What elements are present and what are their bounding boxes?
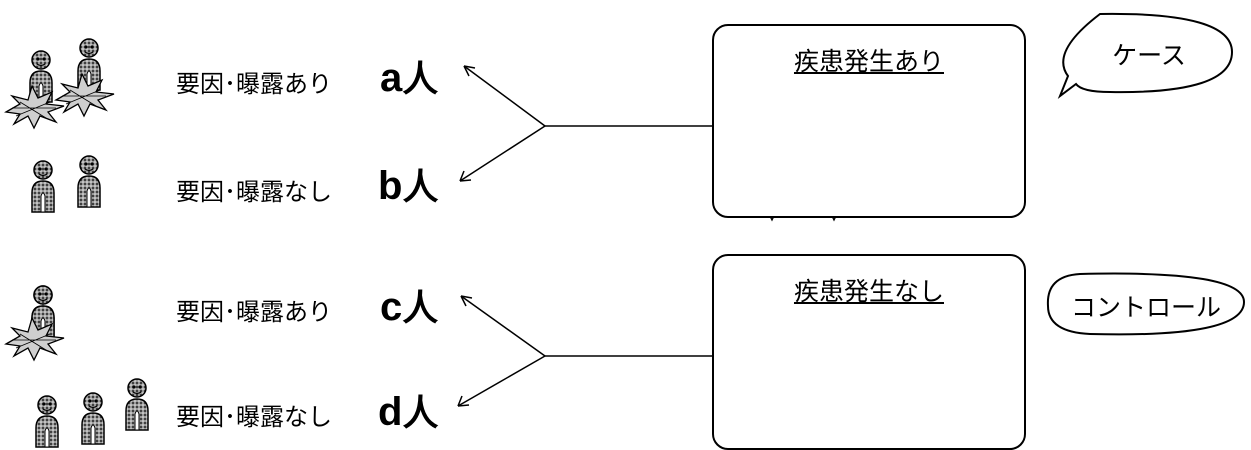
bottom-connector-arrows (457, 295, 712, 407)
row-c-count: c人 (380, 279, 438, 331)
case-callout: ケース (1066, 14, 1232, 94)
row-d-people-icon (35, 378, 149, 448)
row-c-unit: 人 (402, 288, 439, 329)
case-callout-bubble (1057, 12, 1234, 99)
control-group-box: 疾患発生なし (712, 254, 1026, 450)
row-a-unit: 人 (402, 59, 439, 100)
row-c-people-icon (5, 285, 65, 361)
control-callout-text: コントロール (1070, 293, 1221, 322)
row-d-letter: d (378, 390, 403, 434)
row-a-label: 要因･曝露あり (176, 70, 332, 98)
row-a-letter: a (380, 56, 403, 100)
case-group-box: 疾患発生あり (712, 24, 1026, 218)
row-c-label: 要因･曝露あり (176, 298, 332, 326)
row-b-count: b人 (378, 158, 438, 210)
row-d-label: 要因･曝露なし (176, 403, 332, 431)
case-group-title: 疾患発生あり (793, 47, 944, 76)
row-b-unit: 人 (402, 167, 439, 208)
row-d-count: d人 (378, 384, 438, 436)
control-callout-bubble (1046, 272, 1246, 336)
top-connector-arrows (459, 65, 712, 182)
row-b-label: 要因･曝露なし (176, 178, 332, 206)
row-b-people-icon (31, 155, 101, 213)
row-a-count: a人 (380, 50, 438, 102)
case-callout-text: ケース (1112, 41, 1186, 70)
row-c-letter: c (380, 285, 403, 329)
row-d-unit: 人 (402, 393, 439, 434)
row-b-letter: b (378, 164, 403, 208)
row-a-people-icon (5, 38, 115, 129)
control-callout: コントロール (1048, 272, 1244, 336)
control-group-title: 疾患発生なし (793, 277, 944, 306)
